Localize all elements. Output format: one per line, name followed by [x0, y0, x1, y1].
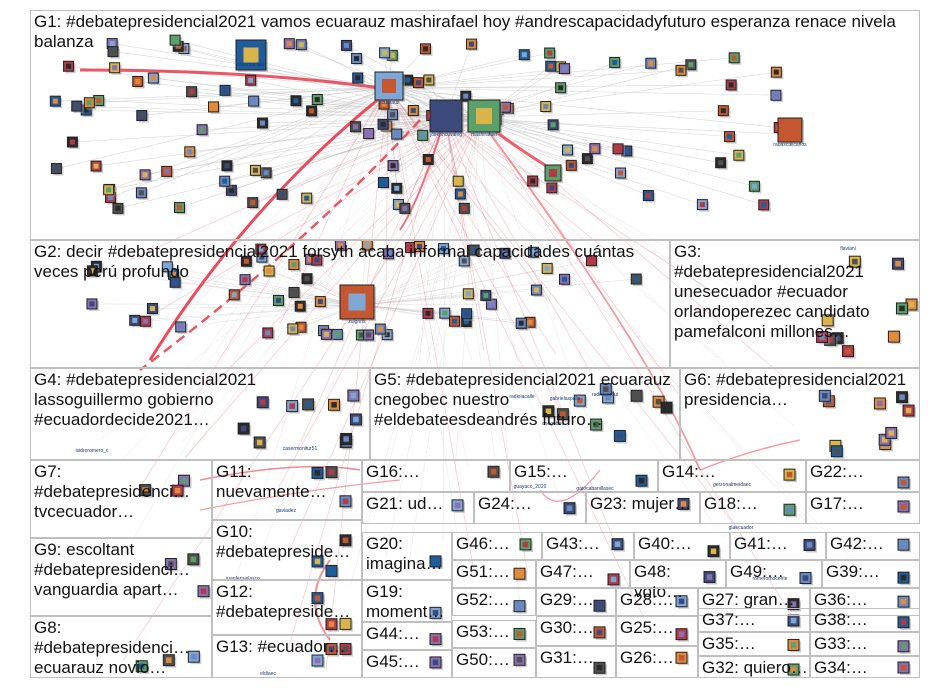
group-box-g33 — [810, 632, 920, 656]
group-box-g26 — [616, 646, 698, 678]
group-box-g48 — [630, 560, 726, 588]
group-box-g52 — [452, 588, 536, 616]
group-box-g20 — [362, 532, 452, 580]
group-box-g9 — [30, 538, 212, 616]
group-box-g29 — [536, 588, 616, 616]
group-box-g42 — [826, 532, 920, 560]
group-box-g34 — [810, 656, 920, 678]
group-box-g4 — [30, 368, 370, 460]
group-box-g5 — [370, 368, 680, 460]
group-box-g6 — [680, 368, 920, 460]
group-box-g43 — [542, 532, 634, 560]
group-box-g12 — [212, 580, 362, 635]
group-box-g1 — [30, 10, 920, 240]
group-box-g7 — [30, 460, 212, 538]
group-box-g15 — [510, 460, 658, 492]
group-box-g50 — [452, 648, 536, 678]
group-box-g49 — [726, 560, 822, 588]
group-box-g31 — [536, 646, 616, 678]
group-box-g30 — [536, 616, 616, 646]
node-label-giaecuador: giaecuador — [729, 525, 754, 531]
group-box-g46 — [452, 532, 542, 560]
group-box-g32 — [698, 656, 810, 678]
group-box-g51 — [452, 560, 536, 588]
group-box-g45 — [362, 650, 452, 678]
group-box-g2 — [30, 240, 670, 368]
group-box-g8 — [30, 616, 212, 678]
group-box-g47 — [536, 560, 630, 588]
group-box-g22 — [806, 460, 920, 492]
group-box-g16 — [362, 460, 510, 492]
group-box-g38 — [810, 608, 920, 632]
group-box-g25 — [616, 616, 698, 646]
group-box-g10 — [212, 520, 362, 580]
group-box-g23 — [586, 492, 700, 524]
group-box-g40 — [634, 532, 730, 560]
group-box-g11 — [212, 460, 362, 520]
group-box-g41 — [730, 532, 826, 560]
group-box-g17 — [806, 492, 920, 524]
group-box-g37 — [698, 608, 810, 632]
group-box-g24 — [474, 492, 586, 524]
group-box-g53 — [452, 620, 536, 648]
group-box-g21 — [362, 492, 474, 524]
group-box-g14 — [658, 460, 806, 492]
group-box-g13 — [212, 635, 362, 678]
group-box-g28 — [616, 588, 698, 616]
group-box-g44 — [362, 622, 452, 650]
group-box-g35 — [698, 632, 810, 656]
group-box-g3 — [670, 240, 920, 368]
group-box-g19 — [362, 580, 452, 622]
group-box-g18 — [700, 492, 806, 524]
group-box-g39 — [822, 560, 920, 588]
